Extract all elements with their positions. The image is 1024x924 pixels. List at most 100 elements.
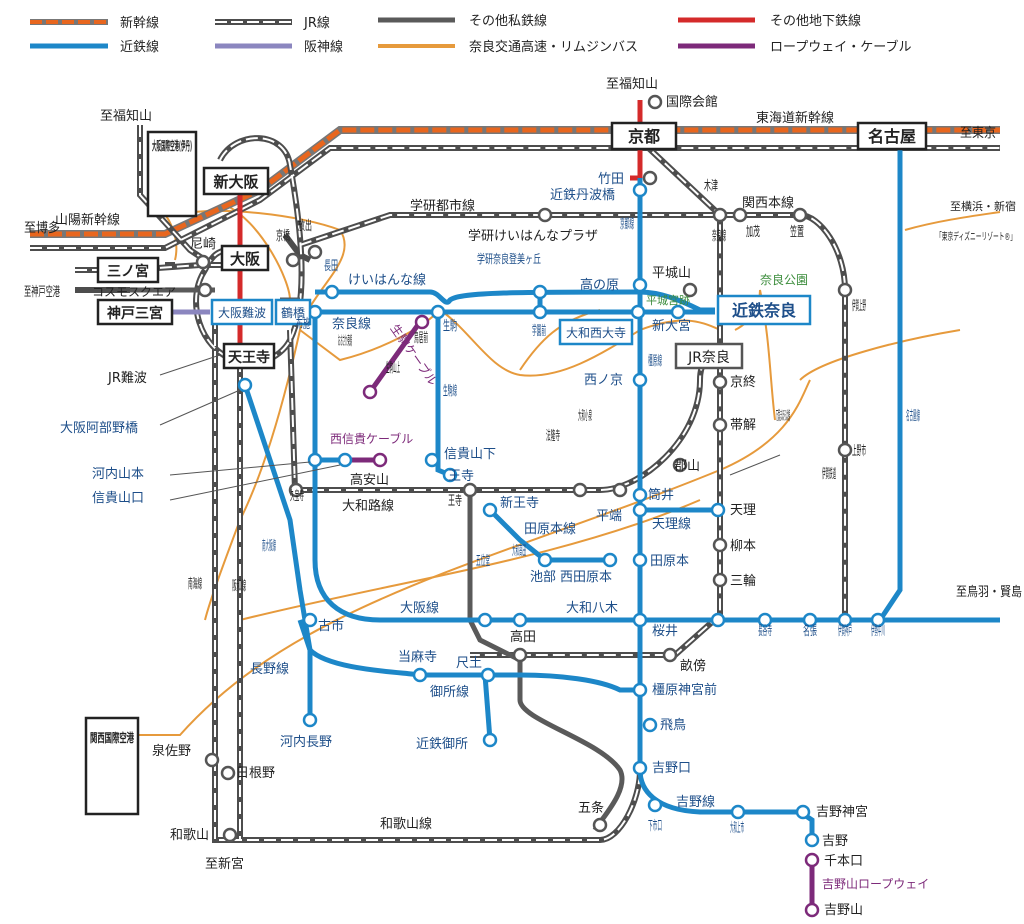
station-dot-hasedera[interactable] <box>757 612 773 628</box>
station-dot-yoshinoyama[interactable] <box>804 902 820 918</box>
station-dot-hatsuchi[interactable] <box>307 244 323 260</box>
station-dot-shigisanguchi[interactable] <box>337 452 353 468</box>
station-dot-ikoma[interactable] <box>430 304 446 320</box>
station-dot-kawachinagano[interactable] <box>302 712 318 728</box>
station-dot-tsutsui[interactable] <box>632 487 648 503</box>
svg-text:上野市: 上野市 <box>852 443 866 459</box>
station-dot-horyuji[interactable] <box>572 482 588 498</box>
station-dot-abeno[interactable] <box>237 377 253 393</box>
station-dot-cosmo[interactable] <box>197 282 213 298</box>
station-dot-yagi[interactable] <box>632 612 648 628</box>
station-dot-shakudo[interactable] <box>480 667 496 683</box>
svg-text:京都線: 京都線 <box>620 216 634 232</box>
station-box-nagoya[interactable]: 名古屋 <box>856 121 928 151</box>
station-dot-toriimae[interactable] <box>414 314 430 330</box>
station-dot-iga-ueno[interactable] <box>837 282 853 298</box>
station-dot-tawaramoto[interactable] <box>632 552 648 568</box>
station-dot-obitoke[interactable] <box>712 417 728 433</box>
station-box-kobe-sannomiya[interactable]: 神戸三宮 <box>96 298 174 326</box>
station-dot-hiratabata[interactable] <box>632 502 648 518</box>
station-dot-heijo-yama[interactable] <box>682 282 698 298</box>
station-dot-takayasuyama[interactable] <box>372 452 388 468</box>
station-dot-koriyama[interactable] <box>672 457 688 473</box>
direction-labels: 至福知山 至福知山 至東京 至博多 至神戸空港 至横浜・新宿 「東京ディズニーリ… <box>24 76 1022 872</box>
station-dot-takeda[interactable] <box>642 170 658 186</box>
station-dot-yoshino-jingu[interactable] <box>795 804 811 820</box>
station-dot-izumisano[interactable] <box>204 752 220 768</box>
station-box-kansai[interactable]: 関西国際空港 <box>84 716 140 816</box>
station-dot-gojo[interactable] <box>592 817 608 833</box>
station-dot-kubo[interactable] <box>288 482 304 498</box>
station-dot-shigisanshita[interactable] <box>424 452 440 468</box>
station-dot-nishinokyo[interactable] <box>632 372 648 388</box>
station-box-osaka[interactable]: 大阪 <box>220 244 270 272</box>
station-dot-takada[interactable] <box>512 647 528 663</box>
svg-text:長田: 長田 <box>324 259 338 274</box>
station-dot-yoshino[interactable] <box>804 832 820 848</box>
station-dot-miwa[interactable] <box>712 572 728 588</box>
station-dot-yoshinoguchi[interactable] <box>632 760 648 776</box>
station-dot-nishi-tawaramoto[interactable] <box>602 552 618 568</box>
station-dot-sakurai[interactable] <box>710 612 726 628</box>
station-dot-iga-kanbe[interactable] <box>837 612 853 628</box>
station-dot-yamato-takada[interactable] <box>512 612 528 628</box>
station-box-osaka-namba[interactable]: 大阪難波 <box>210 298 274 326</box>
station-dot-furuichi[interactable] <box>302 612 318 628</box>
station-dot-oyodo[interactable] <box>730 804 746 820</box>
station-dot-tanbabashi[interactable] <box>632 182 648 198</box>
station-dot-amagasaki[interactable] <box>195 254 211 270</box>
svg-text:桜井: 桜井 <box>652 624 678 639</box>
station-dot-ise-nakagawa[interactable] <box>870 612 886 628</box>
station-dot-tenri[interactable] <box>710 502 726 518</box>
station-dot-taimadera[interactable] <box>412 667 428 683</box>
station-dot-tomigaoka[interactable] <box>532 284 548 300</box>
station-box-kintetsu-nara[interactable]: 近鉄奈良 <box>716 294 812 326</box>
station-dot-kokusai[interactable] <box>647 94 663 110</box>
station-box-shin-osaka[interactable]: 新大阪 <box>202 166 270 196</box>
station-dot-koizumi[interactable] <box>612 482 628 498</box>
station-box-itami[interactable]: 大阪国際空港(伊丹) <box>146 130 198 218</box>
svg-text:学園前: 学園前 <box>532 323 546 339</box>
svg-text:三ノ宮: 三ノ宮 <box>107 263 149 280</box>
station-dot-kasagi[interactable] <box>792 207 808 223</box>
station-dot-shimoichi[interactable] <box>647 797 663 813</box>
station-box-tennoji[interactable]: 天王寺 <box>222 342 276 370</box>
station-dot-shinoji[interactable] <box>482 502 498 518</box>
station-dot-hineno[interactable] <box>220 765 236 781</box>
station-dot-kashihara-jingu[interactable] <box>632 682 648 698</box>
station-dot-takanohara[interactable] <box>632 277 648 293</box>
station-box-sannomiya[interactable]: 三ノ宮 <box>96 256 160 284</box>
station-dot-kyobate[interactable] <box>712 374 728 390</box>
svg-text:和歌山線: 和歌山線 <box>380 816 432 832</box>
station-dot-ikomasanjo[interactable] <box>362 384 378 400</box>
station-box-jr-nara[interactable]: JR奈良 <box>674 342 744 370</box>
station-dot-gakuenmae[interactable] <box>532 304 548 320</box>
station-dot-ueno-shi[interactable] <box>837 442 853 458</box>
station-dot-kizu[interactable] <box>712 207 728 223</box>
station-dot-kintetsu-gose[interactable] <box>482 732 498 748</box>
station-dot-kamo[interactable] <box>732 207 748 223</box>
station-dot-oji-k[interactable] <box>442 467 458 483</box>
station-box-tsuruhashi[interactable]: 鶴橋 <box>274 298 312 326</box>
station-dot-ikedabe[interactable] <box>537 552 553 568</box>
station-dot-wakayama[interactable] <box>222 827 238 843</box>
svg-text:至新宮: 至新宮 <box>205 856 244 872</box>
station-dot-asuka[interactable] <box>642 717 658 733</box>
svg-text:五位堂: 五位堂 <box>476 554 490 569</box>
svg-text:田原本線: 田原本線 <box>524 521 576 537</box>
station-box-yamato-saidaiji[interactable]: 大和西大寺 <box>558 318 634 346</box>
station-dot-senbon[interactable] <box>804 852 820 868</box>
station-dot-oji-jr[interactable] <box>462 482 478 498</box>
station-dot-goido[interactable] <box>477 612 493 628</box>
station-dot-nabari[interactable] <box>802 612 818 628</box>
station-box-kyoto[interactable]: 京都 <box>610 121 678 151</box>
station-dot-gakken-plaza[interactable] <box>537 207 553 223</box>
station-dot-kyobashi[interactable] <box>285 252 301 268</box>
station-dot-nagata[interactable] <box>324 284 340 300</box>
station-dot-unebi[interactable] <box>662 647 678 663</box>
station-dot-yanagimoto[interactable] <box>712 537 728 553</box>
station-dot-kawachiyama[interactable] <box>307 452 323 468</box>
station-dot-shinomiya[interactable] <box>670 304 686 320</box>
station-dot-heijo[interactable] <box>630 304 646 320</box>
